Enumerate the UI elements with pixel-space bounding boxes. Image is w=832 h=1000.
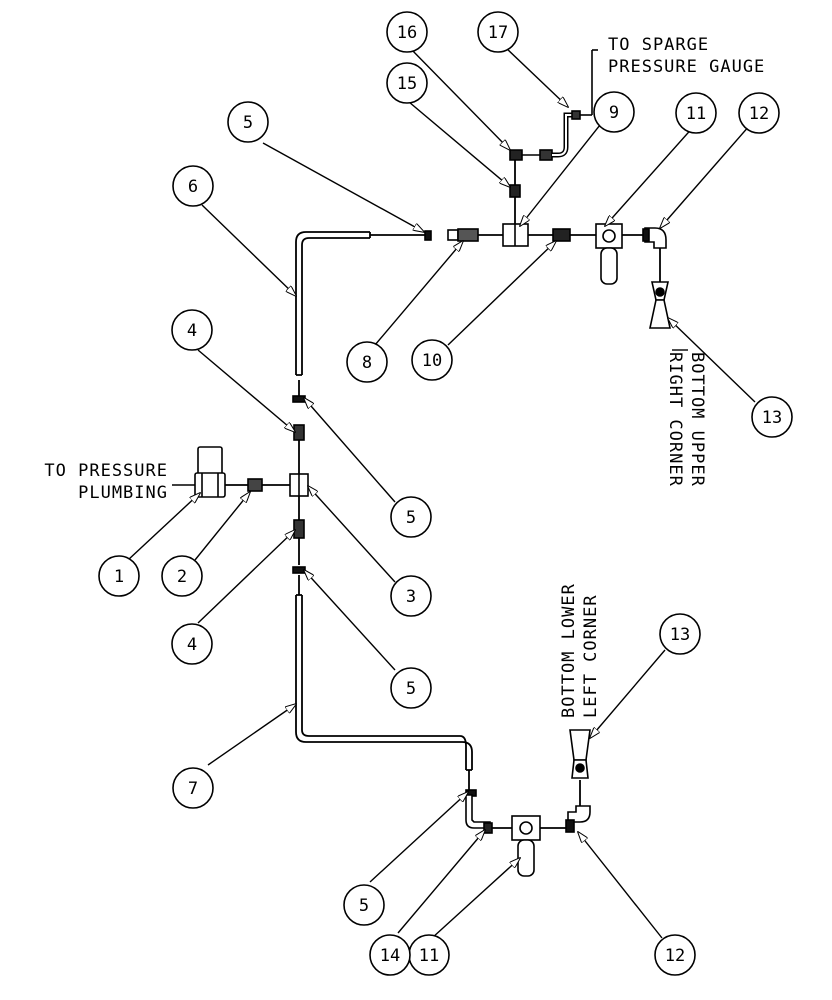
svg-text:3: 3 <box>406 587 416 607</box>
clamp-5b <box>292 566 306 574</box>
labels: TO PRESSURE PLUMBING TO SPARGE PRESSURE … <box>44 35 765 718</box>
to-sparge-label-line1: TO SPARGE <box>608 35 709 55</box>
callout-12b: 12 <box>654 934 696 976</box>
svg-text:15: 15 <box>397 74 417 94</box>
coupling-4b <box>293 519 305 539</box>
nipple-15 <box>509 184 521 198</box>
leader-lines <box>127 46 756 939</box>
callout-1: 1 <box>98 555 140 597</box>
elbow-16 <box>509 149 523 161</box>
callout-13a: 13 <box>751 396 793 438</box>
svg-text:8: 8 <box>362 353 372 373</box>
solenoid-valve <box>194 446 226 498</box>
fittings <box>194 49 671 877</box>
bottom-lower-label-line1: BOTTOM LOWER <box>559 583 579 718</box>
bottom-upper-label-line1: BOTTOM UPPER <box>687 352 707 487</box>
svg-text:11: 11 <box>686 104 706 124</box>
fitting-2 <box>247 478 263 492</box>
callout-9: 9 <box>593 91 635 133</box>
bottom-lower-label-line2: LEFT CORNER <box>581 594 601 718</box>
callout-10: 10 <box>411 339 453 381</box>
pipe-7 <box>295 594 473 771</box>
to-pressure-label-line2: PLUMBING <box>78 483 168 503</box>
callout-2: 2 <box>161 555 203 597</box>
callout-12a: 12 <box>738 92 780 134</box>
to-sparge-label-line2: PRESSURE GAUGE <box>608 57 765 77</box>
svg-text:5: 5 <box>359 896 369 916</box>
svg-text:10: 10 <box>422 351 442 371</box>
callout-14: 14 <box>369 934 411 976</box>
coupling-4a <box>293 424 305 441</box>
svg-text:12: 12 <box>665 946 685 966</box>
pipes <box>222 160 661 829</box>
pipe-6 <box>295 231 371 376</box>
spray-nozzle-13a <box>649 281 671 329</box>
callout-11a: 11 <box>675 92 717 134</box>
barb-8 <box>447 229 459 241</box>
svg-text:7: 7 <box>188 779 198 799</box>
callout-7: 7 <box>172 767 214 809</box>
callout-5a: 5 <box>227 101 269 143</box>
svg-text:11: 11 <box>419 946 439 966</box>
gauge-hose-17 <box>552 112 574 158</box>
svg-text:14: 14 <box>380 946 400 966</box>
elbow-12b <box>567 805 591 823</box>
clamp-5c <box>424 230 432 241</box>
svg-text:12: 12 <box>749 104 769 124</box>
callout-5c: 5 <box>390 667 432 709</box>
svg-text:5: 5 <box>406 679 416 699</box>
to-pressure-label-line1: TO PRESSURE <box>44 461 168 481</box>
ball-valve-11b <box>511 815 541 877</box>
callout-4b: 4 <box>171 623 213 665</box>
callouts: 1 2 3 4 4 5 5 5 5 6 7 8 9 10 11 11 12 12… <box>98 11 793 976</box>
svg-text:16: 16 <box>397 23 417 43</box>
svg-text:17: 17 <box>488 23 508 43</box>
callout-4a: 4 <box>171 309 213 351</box>
svg-text:2: 2 <box>177 567 187 587</box>
callout-8: 8 <box>346 341 388 383</box>
spray-nozzle-13b <box>569 729 591 779</box>
svg-text:4: 4 <box>187 321 197 341</box>
elbow-14 <box>465 794 491 829</box>
svg-text:6: 6 <box>188 177 198 197</box>
callout-5d: 5 <box>343 884 385 926</box>
svg-text:13: 13 <box>670 625 690 645</box>
callout-3: 3 <box>390 575 432 617</box>
svg-text:1: 1 <box>114 567 124 587</box>
callout-6: 6 <box>172 165 214 207</box>
fitting-10 <box>552 228 571 242</box>
callout-5b: 5 <box>390 496 432 538</box>
clamp-5a <box>292 395 306 403</box>
callout-13b: 13 <box>659 613 701 655</box>
bottom-upper-label-line2: RIGHT CORNER <box>665 352 685 487</box>
svg-text:13: 13 <box>762 408 782 428</box>
tee-9 <box>502 223 529 247</box>
svg-text:5: 5 <box>406 508 416 528</box>
callout-17: 17 <box>477 11 519 53</box>
callout-15: 15 <box>386 62 428 104</box>
callout-16: 16 <box>386 11 428 53</box>
elbow-12a <box>644 227 667 249</box>
callout-11b: 11 <box>408 934 450 976</box>
ball-valve-11a <box>595 223 623 285</box>
tee-3 <box>289 473 309 497</box>
svg-text:5: 5 <box>243 113 253 133</box>
svg-text:4: 4 <box>187 635 197 655</box>
svg-text:9: 9 <box>609 103 619 123</box>
